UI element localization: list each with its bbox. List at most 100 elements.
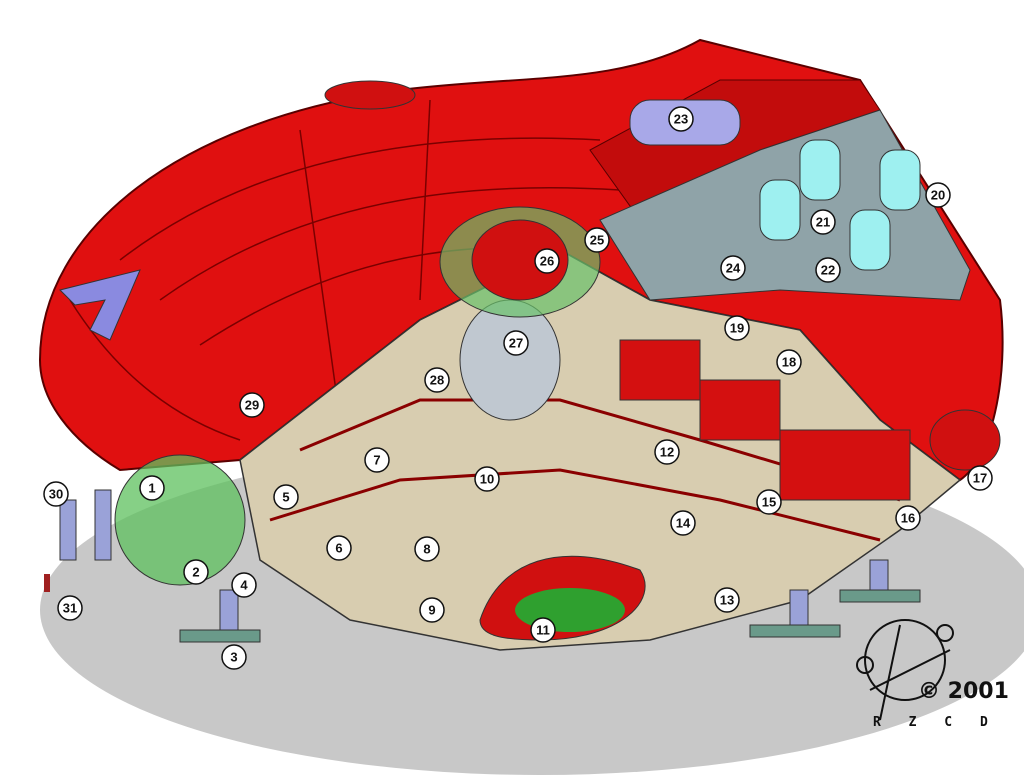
human-figure-31: [44, 574, 50, 592]
callout-circle: [414, 536, 440, 562]
callout-number: 11: [536, 623, 550, 638]
callout-circle: [221, 644, 247, 670]
callout-number: 10: [480, 472, 494, 487]
callout-circle: [967, 465, 993, 491]
callout-circle: [724, 315, 750, 341]
callout-circle: [231, 572, 257, 598]
callout-number: 23: [674, 112, 688, 127]
callout-circle: [419, 597, 445, 623]
callout-31: 31: [57, 595, 83, 621]
callout-number: 13: [720, 593, 734, 608]
landing-legs: [59, 489, 921, 643]
central-tower: [459, 299, 561, 421]
callout-number: 30: [49, 487, 63, 502]
callout-circle: [810, 209, 836, 235]
callout-8: 8: [414, 536, 440, 562]
callout-circle: [584, 227, 610, 253]
callout-10: 10: [474, 466, 500, 492]
callout-19: 19: [724, 315, 750, 341]
callout-number: 31: [63, 601, 77, 616]
callout-26: 26: [534, 248, 560, 274]
pod-17: [929, 409, 1001, 471]
callout-6: 6: [326, 535, 352, 561]
callout-circle: [895, 505, 921, 531]
callout-circle: [139, 475, 165, 501]
callout-number: 15: [762, 495, 776, 510]
callout-circle: [239, 392, 265, 418]
callout-24: 24: [720, 255, 746, 281]
callout-number: 14: [676, 516, 691, 531]
callout-number: 28: [430, 373, 444, 388]
callout-27: 27: [503, 330, 529, 356]
callout-circle: [925, 182, 951, 208]
callout-18: 18: [776, 349, 802, 375]
callout-7: 7: [364, 447, 390, 473]
callout-circle: [530, 617, 556, 643]
callout-circle: [326, 535, 352, 561]
callout-number: 9: [428, 603, 435, 618]
callout-2: 2: [183, 559, 209, 585]
callout-number: 4: [240, 578, 248, 593]
hull-panel-lines: [69, 99, 621, 441]
callout-circle: [43, 481, 69, 507]
callout-number: 5: [282, 490, 289, 505]
initials-text: R Z C D: [873, 715, 998, 730]
callout-17: 17: [967, 465, 993, 491]
callout-9: 9: [419, 597, 445, 623]
callout-number: 17: [973, 471, 987, 486]
callout-number: 6: [335, 541, 342, 556]
callout-labels: 1234567891011121314151617181920212223242…: [43, 106, 993, 670]
dome-1: [114, 454, 246, 586]
callout-25: 25: [584, 227, 610, 253]
artist-signature: © 2001 R Z C D: [856, 619, 1009, 730]
callout-number: 7: [373, 453, 380, 468]
logo-emblem: [59, 269, 141, 341]
callout-number: 12: [660, 445, 674, 460]
callout-12: 12: [654, 439, 680, 465]
callout-circle: [183, 559, 209, 585]
callout-15: 15: [756, 489, 782, 515]
callout-circle: [714, 587, 740, 613]
callout-number: 25: [590, 233, 604, 248]
callout-circle: [474, 466, 500, 492]
callout-number: 27: [509, 336, 523, 351]
callout-circle: [364, 447, 390, 473]
callout-number: 16: [901, 511, 915, 526]
callout-number: 26: [540, 254, 554, 269]
callout-circle: [424, 367, 450, 393]
callout-number: 21: [816, 215, 830, 230]
callout-13: 13: [714, 587, 740, 613]
top-pod: [324, 80, 416, 110]
callout-circle: [273, 484, 299, 510]
callout-number: 29: [245, 398, 259, 413]
callout-number: 18: [782, 355, 796, 370]
callout-number: 20: [931, 188, 945, 203]
callout-29: 29: [239, 392, 265, 418]
callout-circle: [668, 106, 694, 132]
callout-14: 14: [670, 510, 696, 536]
callout-circle: [776, 349, 802, 375]
callout-circle: [503, 330, 529, 356]
callout-30: 30: [43, 481, 69, 507]
callout-circle: [57, 595, 83, 621]
callout-1: 1: [139, 475, 165, 501]
callout-circle: [670, 510, 696, 536]
callout-3: 3: [221, 644, 247, 670]
callout-circle: [815, 257, 841, 283]
callout-number: 1: [148, 481, 155, 496]
callout-16: 16: [895, 505, 921, 531]
callout-5: 5: [273, 484, 299, 510]
callout-4: 4: [231, 572, 257, 598]
callout-21: 21: [810, 209, 836, 235]
callout-number: 2: [192, 565, 199, 580]
callout-20: 20: [925, 182, 951, 208]
callout-22: 22: [815, 257, 841, 283]
callout-28: 28: [424, 367, 450, 393]
callout-circle: [654, 439, 680, 465]
callout-circle: [534, 248, 560, 274]
callout-11: 11: [530, 617, 556, 643]
engine-cylinders: [759, 139, 921, 271]
callout-23: 23: [668, 106, 694, 132]
sphere-26: [471, 219, 569, 301]
